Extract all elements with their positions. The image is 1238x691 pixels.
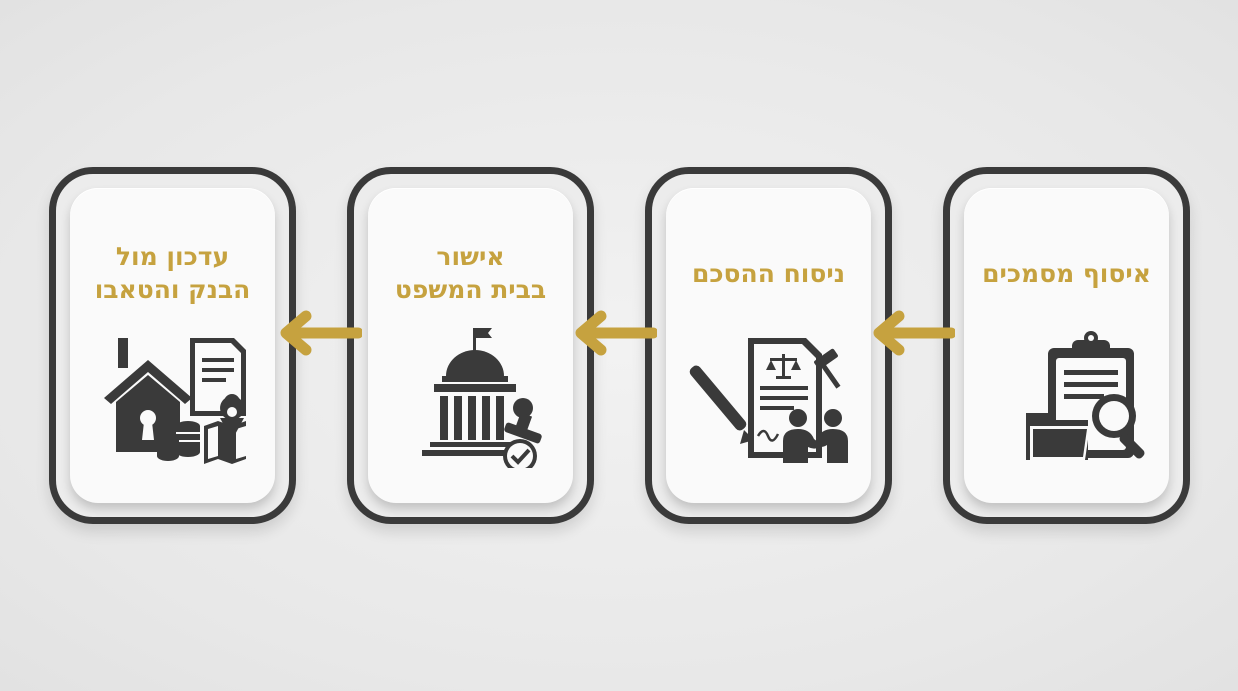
arrow-left-icon: [280, 310, 362, 356]
step-title: איסוף מסמכים: [982, 258, 1151, 288]
arrow-left-icon: [575, 310, 657, 356]
step-card-inner: עדכון מול הבנק והטאבו: [70, 188, 275, 503]
step-title: ניסוח ההסכם: [691, 258, 846, 288]
contract-pen-handshake-icon: [689, 338, 848, 463]
step-card-inner: ניסוח ההסכם: [666, 188, 871, 503]
step-card-court-approval: אישור בבית המשפט: [347, 167, 594, 524]
courthouse-stamp-icon: [422, 328, 542, 468]
step-title: אישור בבית המשפט: [394, 242, 547, 304]
step-card-inner: אישור בבית המשפט: [368, 188, 573, 503]
arrow-left-icon: [873, 310, 955, 356]
step-card-collect-documents: איסוף מסמכים: [943, 167, 1190, 524]
step-card-inner: איסוף מסמכים: [964, 188, 1169, 503]
step-card-bank-registry-update: עדכון מול הבנק והטאבו: [49, 167, 296, 524]
house-coins-map-icon: [104, 338, 246, 464]
step-card-draft-agreement: ניסוח ההסכם: [645, 167, 892, 524]
step-title: עדכון מול הבנק והטאבו: [94, 242, 251, 304]
clipboard-folder-magnifier-icon: [1026, 331, 1145, 460]
